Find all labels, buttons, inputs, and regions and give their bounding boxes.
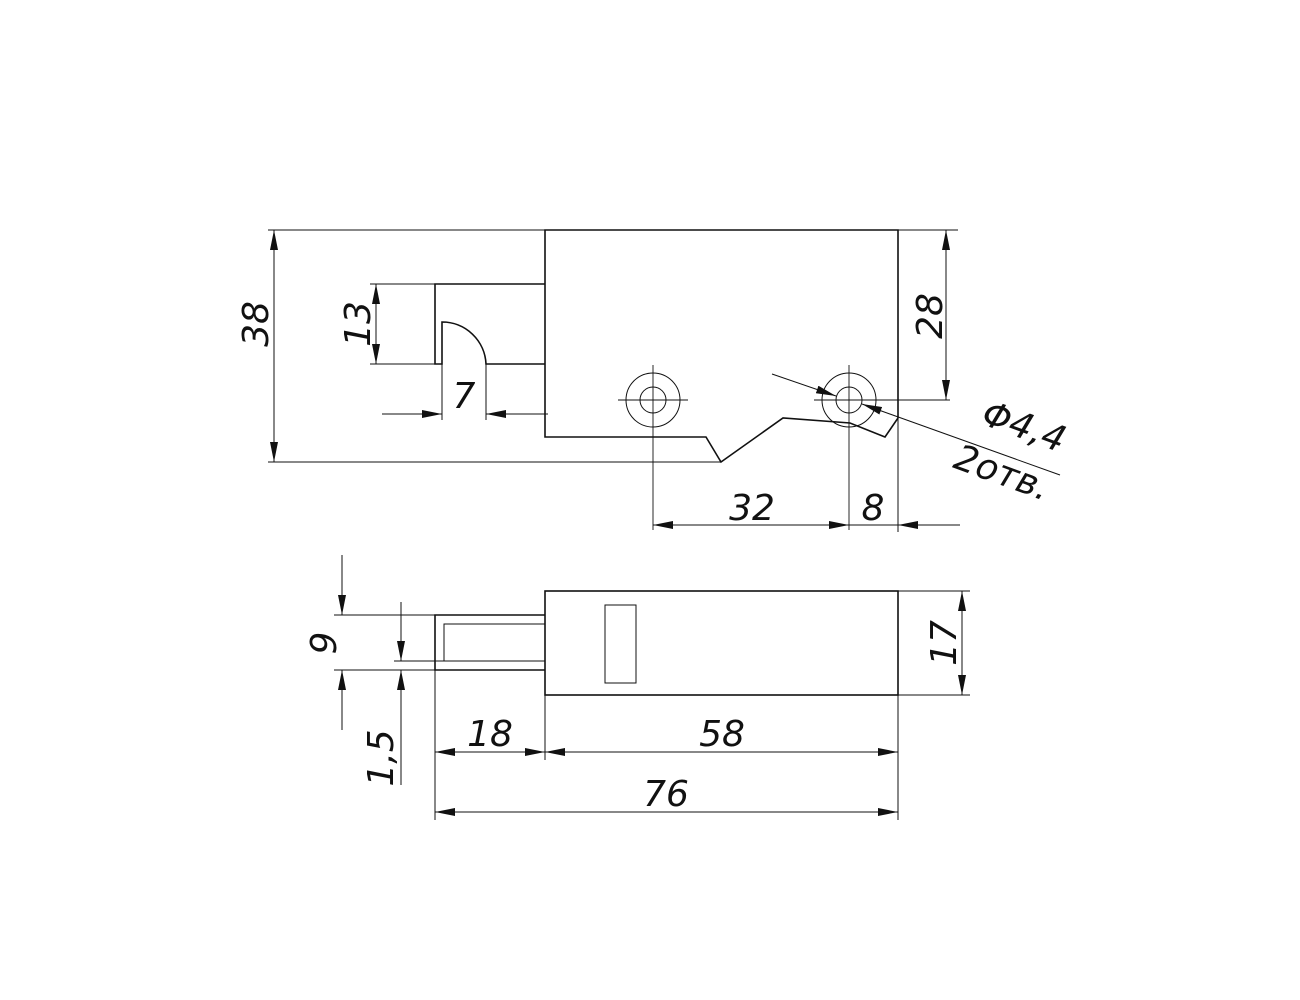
- dim-13-label: 13: [338, 301, 379, 347]
- mounting-hole-2: [814, 365, 950, 530]
- dim-28: 28: [898, 229, 958, 400]
- side-tongue-inner: [443, 623, 545, 662]
- dim-diameter-leader: Φ4,4 2отв.: [771, 373, 1071, 509]
- dim-38-label: 38: [236, 301, 277, 347]
- dim-32-label: 32: [729, 488, 775, 529]
- dim-38: 38: [236, 229, 721, 463]
- side-view: 9 1,5 17 18 58 76: [304, 555, 970, 820]
- dim-28-label: 28: [910, 293, 951, 339]
- top-view: 38 13 7 28 32 8: [236, 229, 1071, 532]
- dim-9-label: 9: [304, 632, 345, 655]
- dim-7-label: 7: [453, 376, 476, 417]
- dim-7: 7: [382, 364, 548, 420]
- dim-17-label: 17: [924, 620, 965, 666]
- dim-13: 13: [338, 283, 435, 365]
- top-body-outline: [544, 229, 899, 464]
- side-window: [604, 604, 637, 684]
- mounting-hole-1: [618, 365, 688, 530]
- side-body-outline: [544, 590, 899, 696]
- dim-lengths: 18 58 76: [434, 670, 899, 820]
- dim-18-label: 18: [467, 714, 513, 755]
- dim-58-label: 58: [699, 714, 745, 755]
- dim-9: 9: [304, 555, 435, 730]
- dim-1-5-label: 1,5: [361, 729, 402, 786]
- dim-17: 17: [898, 590, 970, 696]
- dim-1-5: 1,5: [361, 602, 444, 787]
- side-tongue-outer: [434, 614, 545, 671]
- top-tongue-outline: [434, 283, 545, 365]
- dim-76-label: 76: [643, 774, 689, 815]
- dim-8-label: 8: [862, 488, 885, 529]
- dim-32-8: 32 8: [653, 418, 960, 532]
